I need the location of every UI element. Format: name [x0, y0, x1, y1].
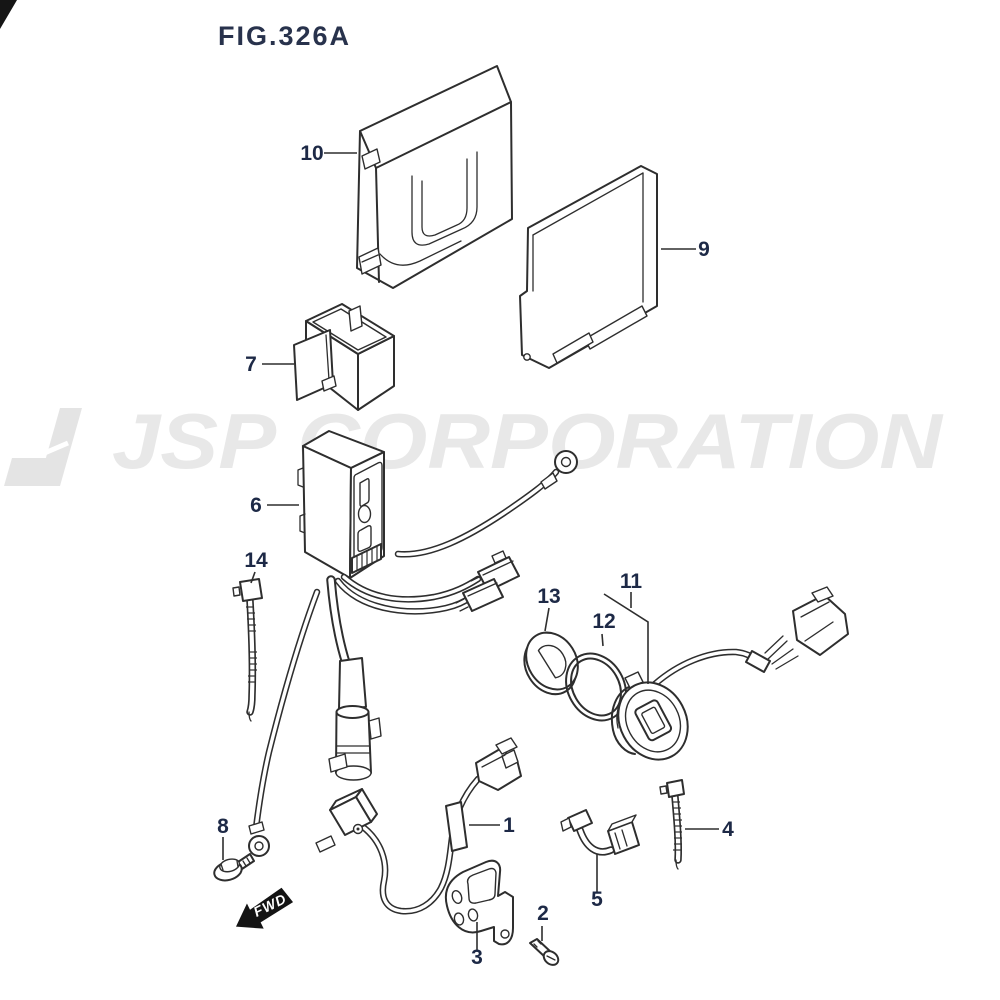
cylindrical-connector [328, 705, 382, 781]
wire-crimp [248, 821, 265, 835]
part-1-sensor-assembly-drawing [315, 737, 522, 915]
part-6-wire-harness [248, 450, 578, 857]
multi-pin-connector [792, 594, 849, 656]
part-5-clamp-drawing [560, 809, 640, 856]
part-label-3: 3 [471, 946, 483, 969]
part-6-relay-unit-drawing [297, 430, 385, 579]
part-9-control-unit-drawing [519, 165, 658, 369]
connector-block-lower [462, 578, 504, 612]
watermark-logo-notch [39, 440, 69, 458]
part-14-ratchet-ticks [246, 606, 257, 683]
part-labels: 10 9 7 6 14 13 12 11 1 5 4 8 3 2 [217, 142, 734, 969]
part-label-8: 8 [217, 815, 229, 838]
part-label-7: 7 [245, 353, 257, 376]
watermark: JSP CORPORATION [4, 397, 944, 486]
watermark-logo-step [4, 458, 56, 486]
wire-crimp [540, 472, 558, 490]
part-label-4: 4 [722, 818, 734, 841]
page-corner-mark [0, 0, 17, 29]
part-label-12: 12 [592, 610, 615, 633]
harness-sleeve [338, 657, 367, 710]
part-14-cable-tie-drawing [232, 578, 263, 722]
part-11-switch-assembly-drawing [611, 586, 849, 761]
part-label-6: 6 [250, 494, 262, 517]
part-label-10: 10 [300, 142, 323, 165]
part-label-5: 5 [591, 888, 603, 911]
part-label-14: 14 [244, 549, 268, 572]
part-13-bezel-drawing [523, 631, 579, 696]
part-label-11: 11 [620, 570, 643, 593]
part-label-13: 13 [537, 585, 560, 608]
wire-sleeve [445, 801, 468, 852]
part-12-o-ring-drawing [565, 652, 627, 722]
part-4-cable-tie-drawing [659, 779, 685, 870]
figure-title: FIG.326A [218, 21, 351, 51]
leader-lines [222, 152, 719, 950]
part-label-1: 1 [503, 814, 515, 837]
part-4-ratchet-ticks [672, 801, 682, 851]
part-2-screw-drawing [529, 938, 560, 966]
fwd-direction-arrow: FWD [235, 887, 294, 929]
harness-sleeve [745, 650, 771, 673]
part-7-relay-case-drawing [293, 303, 395, 411]
watermark-text: JSP CORPORATION [112, 397, 944, 485]
part-10-cushion-cover-drawing [356, 65, 513, 289]
part-label-9: 9 [698, 238, 710, 261]
part-3-bracket-drawing [444, 859, 514, 946]
part-8-bolt-drawing [213, 853, 255, 882]
part-label-2: 2 [537, 902, 549, 925]
